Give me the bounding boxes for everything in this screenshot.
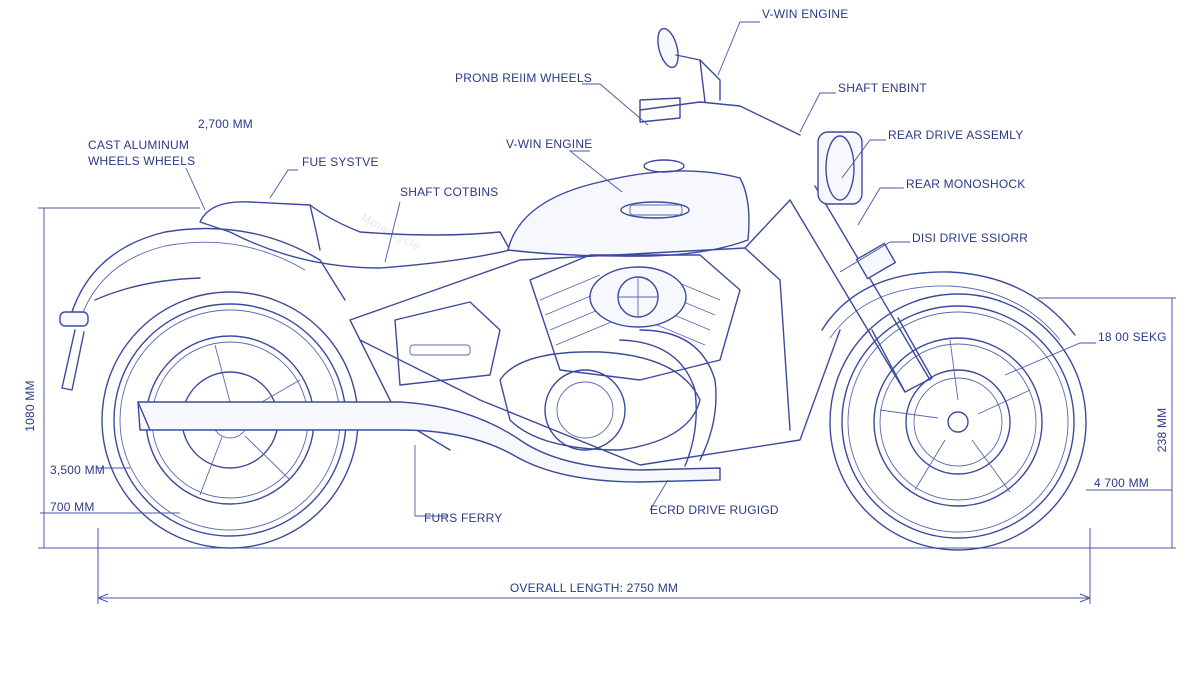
label-rear-drive-assembly: REAR DRIVE ASSEMLY <box>888 128 1023 142</box>
front-fender <box>821 271 1076 336</box>
label-cast-wheels-2: WHEELS WHEELS <box>88 154 195 168</box>
label-dim-2700: 2,700 MM <box>198 117 253 131</box>
label-furs-ferry: FURS FERRY <box>424 511 502 525</box>
label-cast-wheels-1: CAST ALUMINUM <box>88 138 189 152</box>
watermark: Motorcycle <box>359 210 423 253</box>
label-prong-wheels: PRONB REIIM WHEELS <box>455 71 592 85</box>
label-dim-1080: 1080 MM <box>23 380 37 431</box>
fuel-tank <box>507 159 750 257</box>
engine <box>499 254 741 451</box>
label-dim-3500: 3,500 MM <box>50 463 105 477</box>
tail-light <box>59 311 89 327</box>
label-shaft-enbint: SHAFT ENBINT <box>838 81 927 95</box>
headlight <box>817 131 863 205</box>
label-fuel-system: FUE SYSTVE <box>302 155 379 169</box>
label-dim-238: 238 MM <box>1155 408 1169 453</box>
dimension-lines <box>38 207 1176 604</box>
front-wheel <box>829 293 1087 551</box>
leader-lines <box>185 21 1096 517</box>
label-dim-1800: 18 00 SEKG <box>1098 330 1167 344</box>
side-cover <box>394 301 501 386</box>
seat <box>199 201 511 269</box>
label-rear-monoshock: REAR MONOSHOCK <box>906 177 1025 191</box>
label-vtwin-mid: V-WIN ENGINE <box>506 137 592 151</box>
label-vtwin-top: V-WIN ENGINE <box>762 7 848 21</box>
label-shaft-cotbins: SHAFT COTBINS <box>400 185 498 199</box>
label-dim-4700: 4 700 MM <box>1094 476 1149 490</box>
label-overall-length: OVERALL LENGTH: 2750 MM <box>510 581 678 595</box>
exhaust <box>137 329 721 483</box>
label-disc-drive: DISI DRIVE SSIORR <box>912 231 1028 245</box>
rear-fender <box>69 227 346 319</box>
front-fork <box>789 185 933 393</box>
label-ecrd-drive: ECRD DRIVE RUGIGD <box>650 503 779 517</box>
label-dim-700: 700 MM <box>50 500 95 514</box>
handlebar <box>639 27 801 136</box>
